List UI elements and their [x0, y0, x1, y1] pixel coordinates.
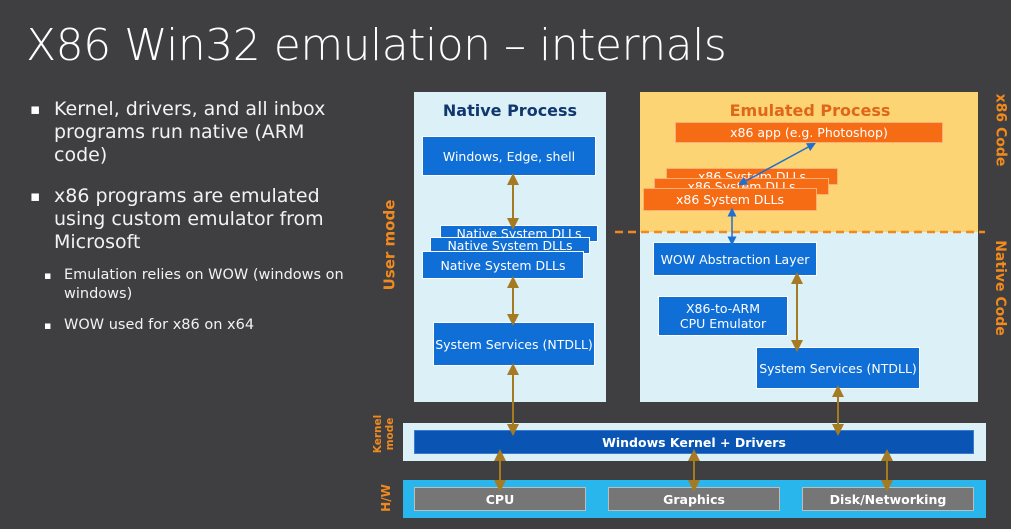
- slide-title: X86 Win32 emulation – internals: [26, 20, 727, 71]
- hw-label: H/W: [378, 484, 393, 512]
- native-code-label: Native Code: [991, 240, 1008, 336]
- emulated-process-title: Emulated Process: [729, 101, 891, 120]
- x86-app-box: x86 app (e.g. Photoshop): [675, 122, 943, 143]
- cpu-emulator-line2: CPU Emulator: [679, 316, 767, 331]
- native-dll-box-front: Native System DLLs: [422, 251, 584, 279]
- sub-bullet-item: Emulation relies on WOW (windows on wind…: [44, 266, 350, 304]
- native-apps-box: Windows, Edge, shell: [422, 136, 596, 176]
- kernel-mode-label-line1: Kernel: [372, 414, 384, 454]
- x86-dll-box-front: x86 System DLLs: [643, 188, 817, 211]
- cpu-emulator-line1: X86-to-ARM: [685, 301, 761, 316]
- bullet-item: Kernel, drivers, and all inbox programs …: [30, 98, 350, 167]
- emulated-services-box: System Services (NTDLL): [756, 347, 920, 389]
- x86-code-label: x86 Code: [992, 93, 1009, 167]
- kernel-mode-label-line2: mode: [384, 417, 396, 451]
- kernel-mode-label: Kernel mode: [372, 414, 396, 454]
- connector-x86app-dlls: [738, 142, 816, 186]
- user-mode-label: User mode: [380, 199, 399, 291]
- native-process-title: Native Process: [442, 101, 578, 120]
- bullet-item: x86 programs are emulated using custom e…: [30, 185, 350, 254]
- cpu-emulator-box: X86-to-ARM CPU Emulator: [658, 296, 788, 336]
- bullet-list: Kernel, drivers, and all inbox programs …: [30, 98, 350, 347]
- sub-bullet-item: WOW used for x86 on x64: [44, 316, 350, 335]
- wow-abstraction-box: WOW Abstraction Layer: [653, 242, 817, 276]
